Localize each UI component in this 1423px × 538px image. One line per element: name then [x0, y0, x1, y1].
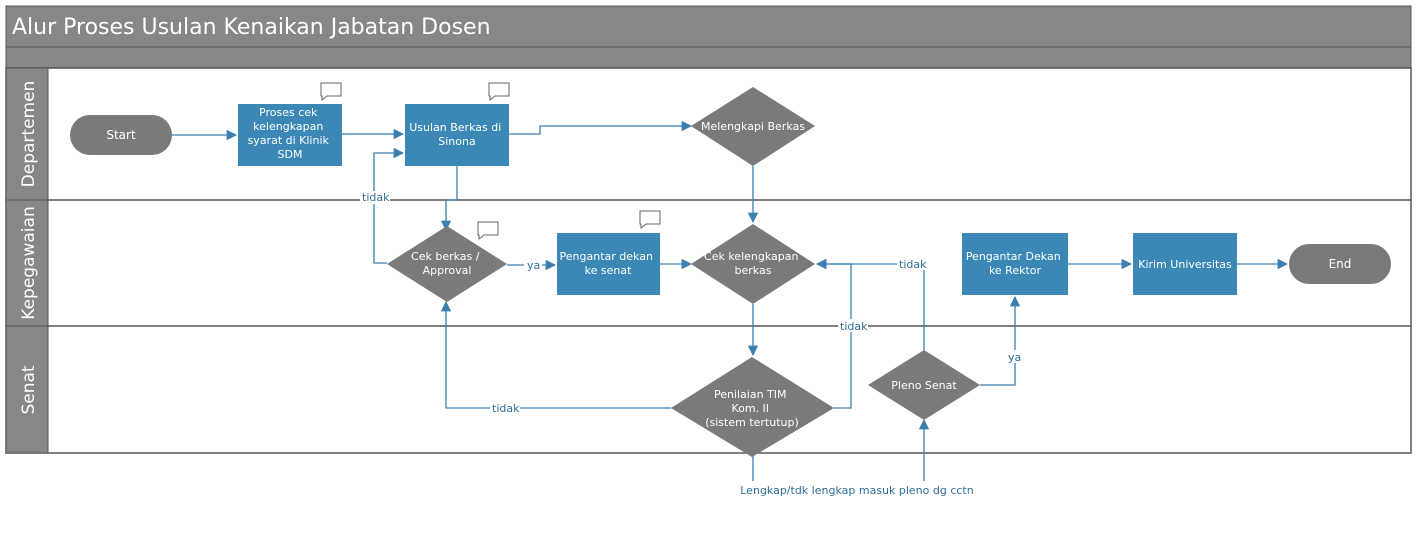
lane-label-senat: Senat: [19, 365, 39, 414]
edge-label-tidak: tidak: [492, 402, 520, 415]
comment-icon[interactable]: [488, 82, 510, 102]
comment-icon[interactable]: [639, 210, 661, 230]
process-pengantar-dekan-rektor: [962, 233, 1068, 295]
decision-melengkapi-berkas-label: Melengkapi Berkas: [701, 120, 805, 133]
edge-label-ya: ya: [1008, 351, 1021, 364]
lane-header-senat: [5, 325, 49, 454]
end-terminal: [1289, 244, 1391, 284]
decision-cek-berkas-label: Cek berkas / Approval: [411, 250, 483, 277]
process-pengantar-dekan-rektor-label: Pengantar Dekan ke Rektor: [966, 250, 1064, 277]
decision-penilaian-tim: [671, 357, 834, 457]
edge-labels: tidak ya tidak tidak tidak ya Lengkap/td…: [360, 191, 1025, 497]
comment-icons: [320, 82, 661, 241]
lane-header-departemen: [5, 67, 49, 201]
edge-label-ya: ya: [527, 259, 540, 272]
arrow-usulan-to-melengkapi: [509, 120, 693, 135]
arrow-penilaian-tidak-to-cek: [440, 300, 671, 409]
decision-cek-kelengkapan-label: Cek kelengkapan berkas: [704, 250, 802, 277]
decision-cek-kelengkapan: [691, 224, 815, 304]
process-kirim-universitas: [1133, 233, 1237, 295]
end-label: End: [1329, 257, 1352, 271]
decision-pleno-senat: [868, 350, 980, 420]
edge-label-tidak: tidak: [840, 320, 868, 333]
arrow-cek-tidak-to-usulan: [373, 147, 405, 264]
decision-cek-berkas: [387, 226, 507, 302]
header-subbar: [5, 46, 1412, 69]
diagram-title: Alur Proses Usulan Kenaikan Jabatan Dose…: [12, 15, 491, 40]
process-proses-cek-label: Proses cek kelengkapan syarat di Klinik …: [248, 106, 333, 161]
process-usulan-berkas-label: Usulan Berkas di Sinona: [409, 121, 505, 148]
decision-melengkapi-berkas: [691, 87, 815, 166]
process-usulan-berkas: [405, 104, 509, 166]
start-terminal: [70, 115, 172, 155]
bottom-note: Lengkap/tdk lengkap masuk pleno dg cctn: [740, 484, 973, 497]
edge-label-tidak: tidak: [899, 258, 927, 271]
process-pengantar-dekan-senat-label: Pengantar dekan ke senat: [560, 250, 657, 277]
process-pengantar-dekan-senat: [557, 233, 660, 295]
start-label: Start: [106, 128, 136, 142]
process-proses-cek: [238, 104, 342, 166]
connectors: [172, 120, 1289, 481]
title-bar: [5, 5, 1412, 48]
process-kirim-universitas-label: Kirim Universitas: [1138, 258, 1232, 271]
edge-label-tidak: tidak: [362, 191, 390, 204]
lane-label-departemen: Departemen: [19, 81, 39, 188]
arrow-pleno-ya-to-rektor: [980, 295, 1021, 386]
decision-penilaian-tim-label: Penilaian TIM Kom. II (sistem tertutup): [705, 388, 799, 429]
arrow-usulan-to-cek: [440, 166, 458, 232]
lane-header-kepegawaian: [5, 199, 49, 327]
comment-icon[interactable]: [477, 221, 499, 241]
lane-label-kepegawaian: Kepegawaian: [19, 206, 39, 319]
decision-pleno-senat-label: Pleno Senat: [891, 379, 957, 392]
comment-icon[interactable]: [320, 82, 342, 102]
